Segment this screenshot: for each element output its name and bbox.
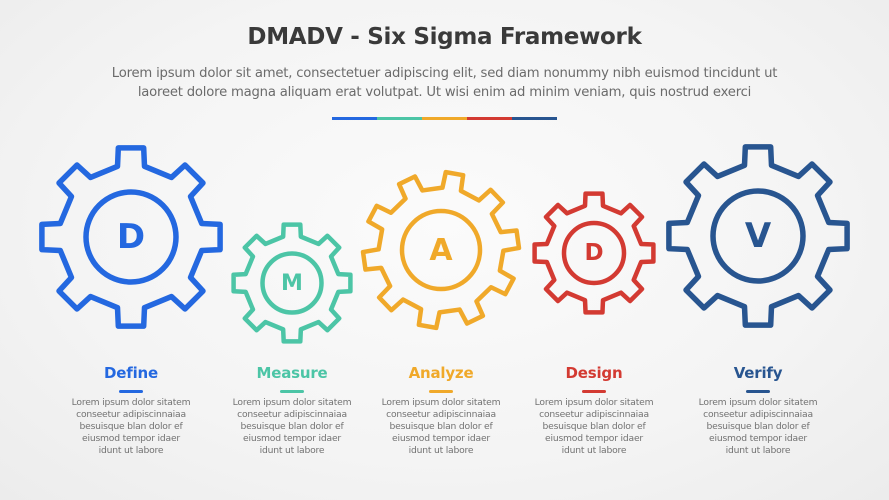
gear-letter: D: [584, 240, 604, 266]
description-line: besuisque blan dolor ef: [79, 421, 183, 432]
description-line: conseetur adipiscinnaiaa: [237, 409, 347, 420]
color-segment-define: [332, 117, 377, 120]
description-line: besuisque blan dolor ef: [240, 421, 344, 432]
step-underline: [280, 390, 304, 393]
description-line: Lorem ipsum dolor sitatem: [71, 397, 191, 408]
step-underline: [582, 390, 606, 393]
description-line: besuisque blan dolor ef: [542, 421, 646, 432]
subtitle-line: laoreet dolore magna aliquam erat volutp…: [137, 85, 752, 100]
description-line: conseetur adipiscinnaiaa: [76, 409, 186, 420]
color-segment-verify: [512, 117, 557, 120]
step-underline: [429, 390, 453, 393]
description-line: conseetur adipiscinnaiaa: [386, 409, 496, 420]
description-line: Lorem ipsum dolor sitatem: [534, 397, 654, 408]
color-divider-bar: [332, 117, 557, 120]
step-underline: [746, 390, 770, 393]
page-subtitle: Lorem ipsum dolor sit amet, consectetuer…: [60, 64, 829, 102]
description-line: conseetur adipiscinnaiaa: [539, 409, 649, 420]
description-line: Lorem ipsum dolor sitatem: [381, 397, 501, 408]
description-line: eiusmod tempor idaer: [709, 433, 807, 444]
step-label: Verify: [733, 364, 783, 382]
step-label: Define: [104, 364, 158, 382]
color-segment-design: [467, 117, 512, 120]
description-line: Lorem ipsum dolor sitatem: [698, 397, 818, 408]
gear-icon: [39, 145, 223, 329]
color-segment-analyze: [422, 117, 467, 120]
gear-letter: D: [116, 217, 146, 257]
description-line: eiusmod tempor idaer: [392, 433, 490, 444]
description-line: idunt ut labore: [725, 445, 791, 456]
description-line: eiusmod tempor idaer: [82, 433, 180, 444]
gear-2-m: M: [228, 219, 356, 347]
description-line: idunt ut labore: [98, 445, 164, 456]
description-line: besuisque blan dolor ef: [706, 421, 810, 432]
gear-letter: M: [281, 270, 303, 296]
gear-1-d: D: [36, 142, 226, 332]
description-line: conseetur adipiscinnaiaa: [703, 409, 813, 420]
gear-5-v: V: [663, 141, 853, 331]
step-label: Analyze: [408, 364, 474, 382]
gear-letter: A: [429, 232, 453, 268]
gear-icon: [666, 144, 850, 328]
gear-icon: [532, 191, 656, 315]
description-line: eiusmod tempor idaer: [243, 433, 341, 444]
page-title: DMADV - Six Sigma Framework: [247, 24, 642, 50]
subtitle-line: Lorem ipsum dolor sit amet, consectetuer…: [111, 66, 778, 81]
gear-4-d: D: [529, 188, 659, 318]
step-label: Design: [565, 364, 623, 382]
description-line: besuisque blan dolor ef: [389, 421, 493, 432]
description-line: idunt ut labore: [561, 445, 627, 456]
step-label: Measure: [256, 364, 328, 382]
gear-icon: [231, 222, 353, 344]
description-line: idunt ut labore: [408, 445, 474, 456]
gear-icon: [360, 169, 522, 331]
description-line: idunt ut labore: [259, 445, 325, 456]
gear-3-a: A: [358, 167, 524, 333]
description-line: eiusmod tempor idaer: [545, 433, 643, 444]
step-underline: [119, 390, 143, 393]
description-line: Lorem ipsum dolor sitatem: [232, 397, 352, 408]
gear-letter: V: [744, 216, 772, 256]
color-segment-measure: [377, 117, 422, 120]
